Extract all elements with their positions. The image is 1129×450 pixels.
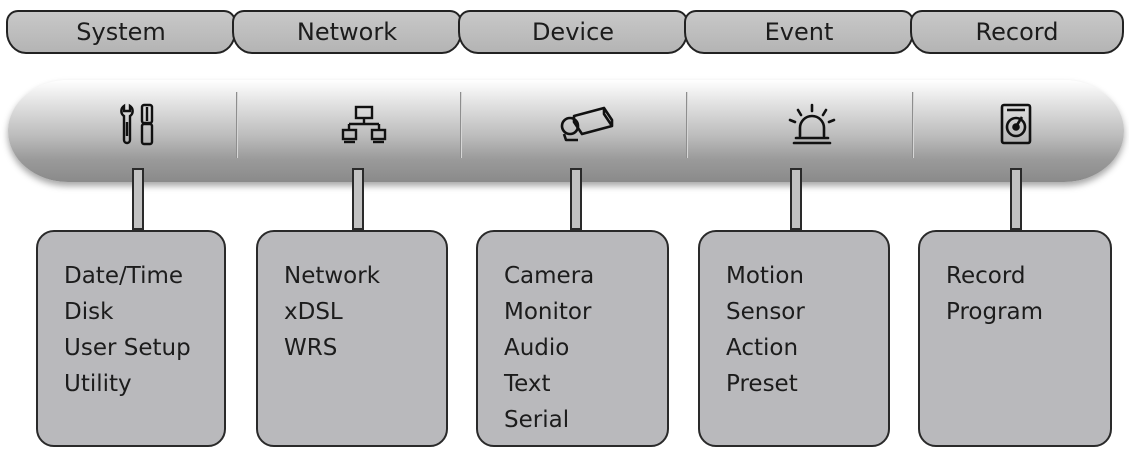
device-submenu: Camera Monitor Audio Text Serial xyxy=(476,230,669,447)
submenu-item-camera[interactable]: Camera xyxy=(504,263,595,289)
camera-icon xyxy=(560,106,614,142)
divider xyxy=(460,92,461,158)
submenu-item-action[interactable]: Action xyxy=(726,335,799,361)
system-icon-button[interactable] xyxy=(68,88,208,160)
submenu-item-sensor[interactable]: Sensor xyxy=(726,299,805,325)
system-submenu: Date/Time Disk User Setup Utility xyxy=(36,230,226,447)
record-submenu: Record Program xyxy=(918,230,1112,447)
icon-bar xyxy=(8,80,1124,182)
alarm-icon xyxy=(788,103,836,145)
tab-record[interactable]: Record xyxy=(910,10,1124,54)
submenu-item-audio[interactable]: Audio xyxy=(504,335,570,361)
network-submenu: Network xDSL WRS xyxy=(256,230,448,447)
submenu-item-text[interactable]: Text xyxy=(504,371,551,397)
submenu-item-monitor[interactable]: Monitor xyxy=(504,299,592,325)
event-icon-button[interactable] xyxy=(742,88,882,160)
submenu-item-wrs[interactable]: WRS xyxy=(284,335,338,361)
submenu-item-utility[interactable]: Utility xyxy=(64,371,132,397)
submenu-item-motion[interactable]: Motion xyxy=(726,263,804,289)
connector-network xyxy=(352,168,364,230)
divider xyxy=(686,92,687,158)
connector-device xyxy=(570,168,582,230)
submenu-item-preset[interactable]: Preset xyxy=(726,371,798,397)
submenu-item-xdsl[interactable]: xDSL xyxy=(284,299,343,325)
record-icon-button[interactable] xyxy=(946,88,1086,160)
tab-system[interactable]: System xyxy=(6,10,236,54)
network-icon xyxy=(341,105,387,144)
tab-network[interactable]: Network xyxy=(232,10,462,54)
divider xyxy=(236,92,237,158)
event-submenu: Motion Sensor Action Preset xyxy=(698,230,890,447)
submenu-item-serial[interactable]: Serial xyxy=(504,407,570,433)
submenu-item-network[interactable]: Network xyxy=(284,263,381,289)
tab-event[interactable]: Event xyxy=(684,10,914,54)
connector-record xyxy=(1010,168,1022,230)
hard-disk-icon xyxy=(1000,103,1032,145)
divider xyxy=(912,92,913,158)
submenu-item-disk[interactable]: Disk xyxy=(64,299,114,325)
submenu-item-user-setup[interactable]: User Setup xyxy=(64,335,191,361)
submenu-item-record[interactable]: Record xyxy=(946,263,1026,289)
tab-device[interactable]: Device xyxy=(458,10,688,54)
connector-event xyxy=(790,168,802,230)
network-icon-button[interactable] xyxy=(294,88,434,160)
submenu-item-date-time[interactable]: Date/Time xyxy=(64,263,184,289)
device-icon-button[interactable] xyxy=(516,88,656,160)
menu-tab-row: System Network Device Event Record xyxy=(6,10,1124,56)
submenu-item-program[interactable]: Program xyxy=(946,299,1044,325)
connector-system xyxy=(132,168,144,230)
tools-icon xyxy=(120,103,154,146)
